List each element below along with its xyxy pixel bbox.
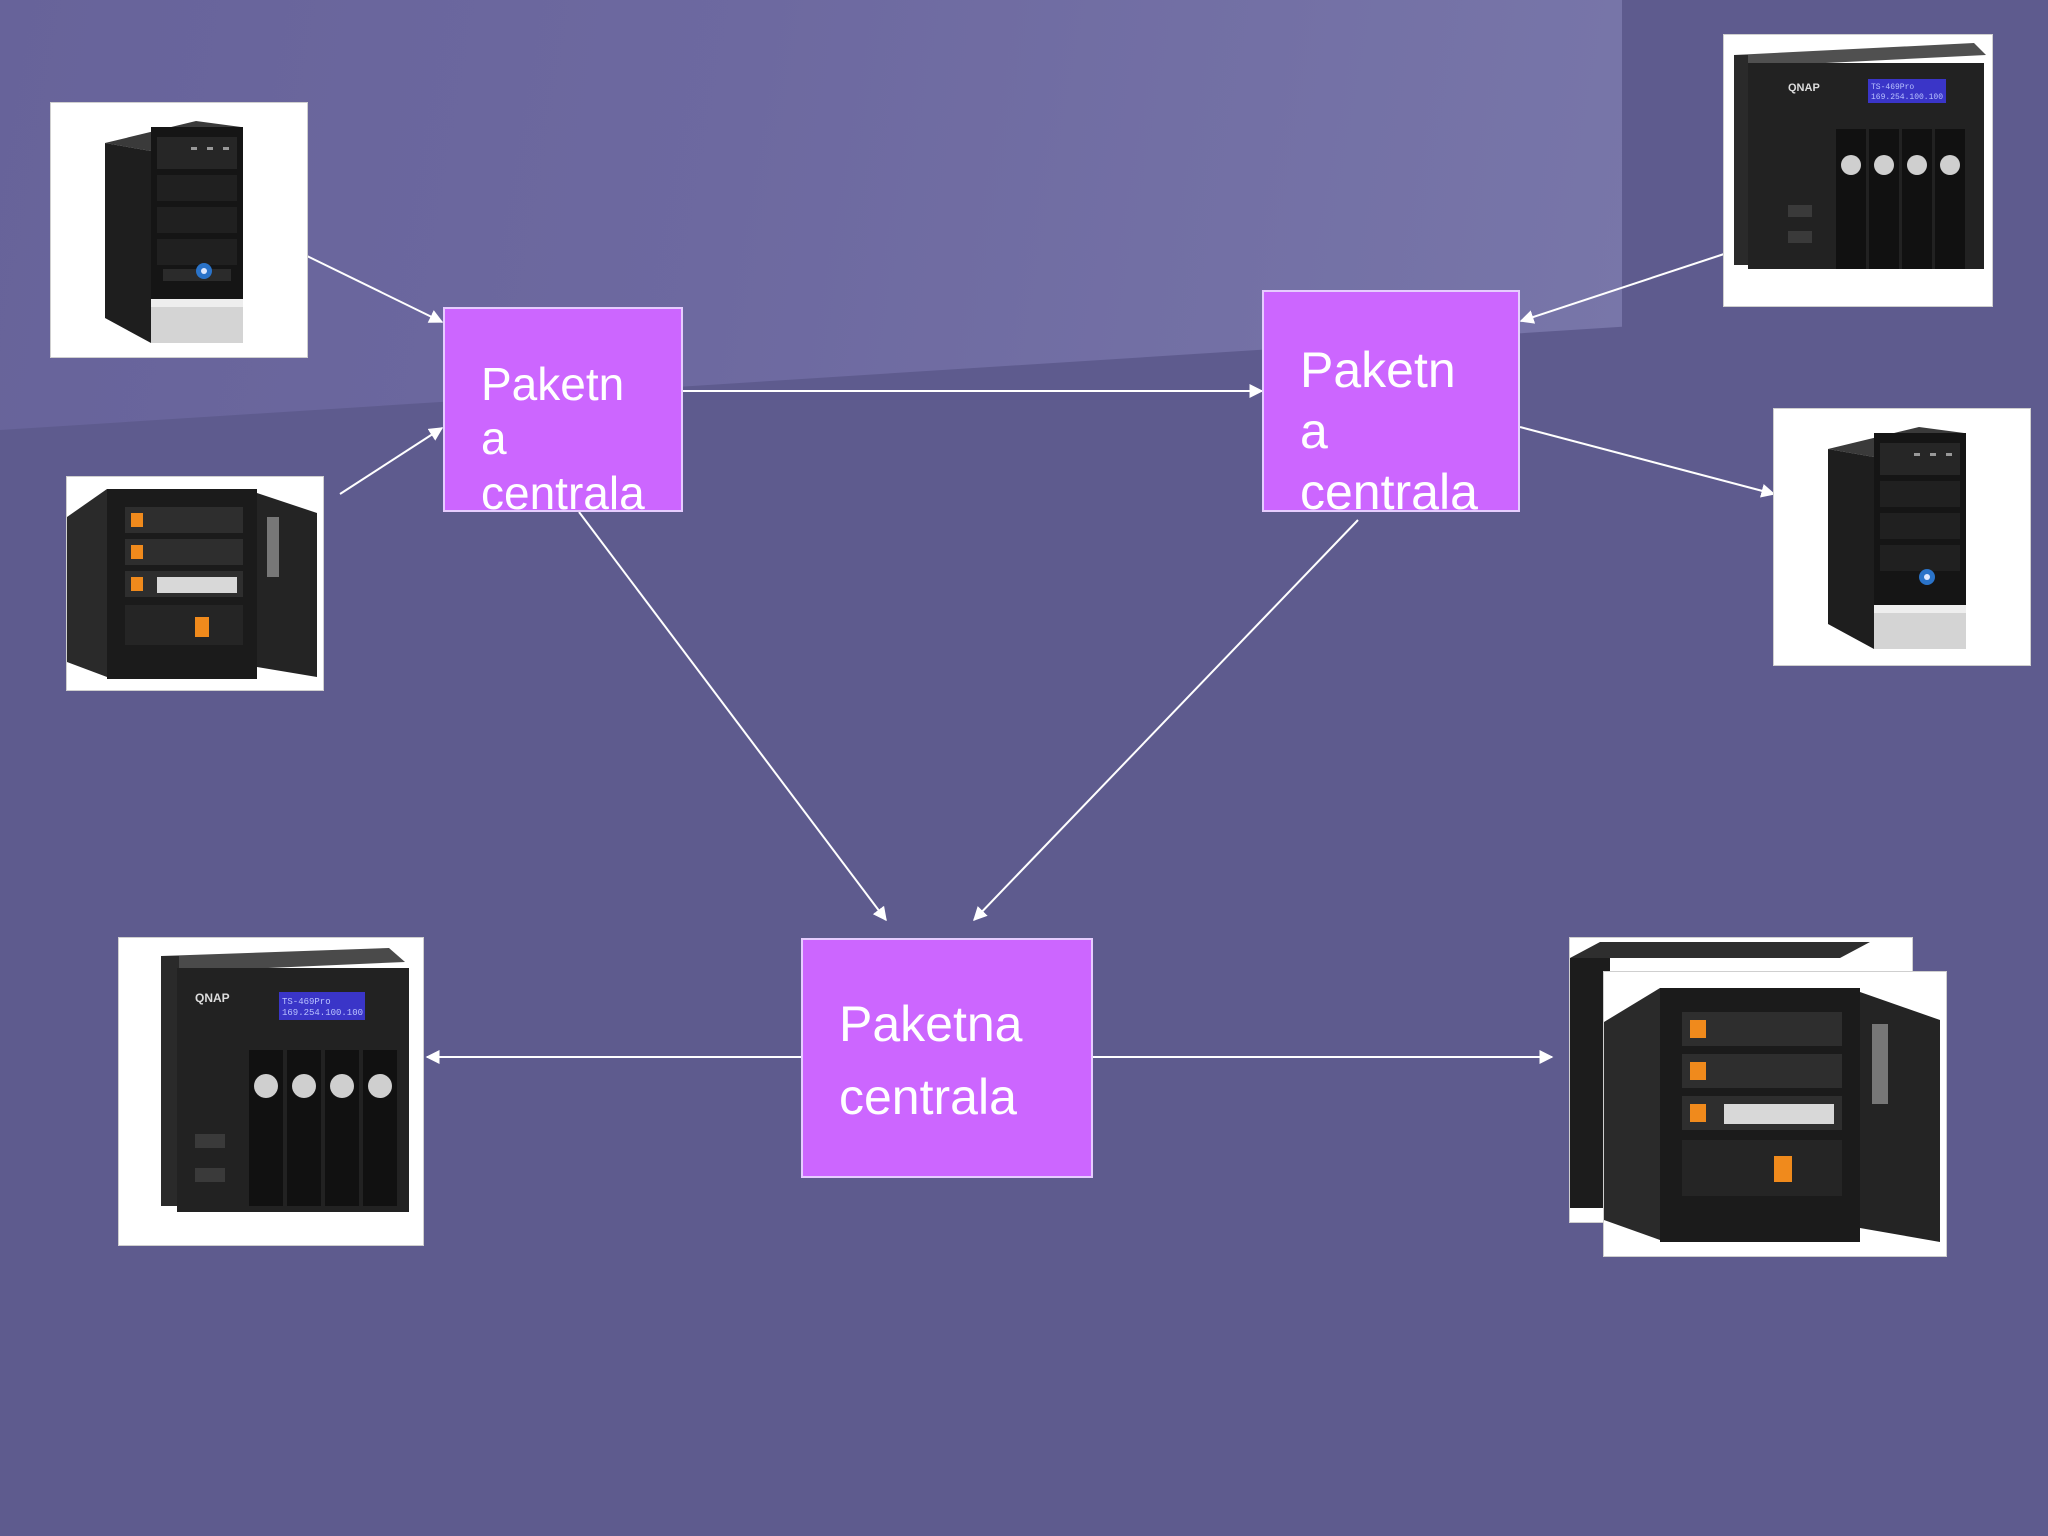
arrow-exchange-a-to-exchange-c bbox=[578, 511, 887, 922]
arrow-qnap-to-exchange-b bbox=[1519, 253, 1725, 324]
packet-exchange-a: Paketn a centrala bbox=[443, 307, 683, 519]
qnap-brand-label: QNAP bbox=[195, 991, 230, 1005]
qnap-lcd-line-2: 169.254.100.100 bbox=[1871, 93, 1943, 102]
qnap-lcd-line-1: TS-469Pro bbox=[1871, 83, 1914, 92]
pc-tower-icon bbox=[51, 103, 307, 357]
packet-exchange-b-label: Paketn a centrala bbox=[1300, 342, 1478, 520]
packet-exchange-b: Paketn a centrala bbox=[1262, 290, 1520, 520]
qnap-nas-icon: QNAP TS-469Pro 169.254.100.100 bbox=[1724, 35, 1992, 306]
qnap-nas-icon: QNAP TS-469Pro 169.254.100.100 bbox=[119, 938, 423, 1245]
nas-open-bay-icon bbox=[67, 477, 323, 690]
packet-exchange-a-label: Paketn a centrala bbox=[481, 358, 645, 519]
qnap-lcd-line-1: TS-469Pro bbox=[282, 997, 331, 1007]
arrow-exchange-b-to-exchange-c bbox=[973, 519, 1359, 922]
arrow-nas-to-exchange-a bbox=[339, 427, 444, 495]
nas-open-bay-icon bbox=[1604, 972, 1946, 1256]
packet-exchange-c-label: Paketna centrala bbox=[839, 996, 1023, 1125]
arrow-exchange-b-to-pc bbox=[1519, 426, 1776, 498]
arrow-pc-to-exchange-a bbox=[306, 255, 444, 323]
qnap-brand-label: QNAP bbox=[1788, 82, 1820, 94]
packet-exchange-c: Paketna centrala bbox=[801, 938, 1093, 1178]
pc-tower-icon bbox=[1774, 409, 2030, 665]
qnap-lcd-line-2: 169.254.100.100 bbox=[282, 1008, 363, 1018]
